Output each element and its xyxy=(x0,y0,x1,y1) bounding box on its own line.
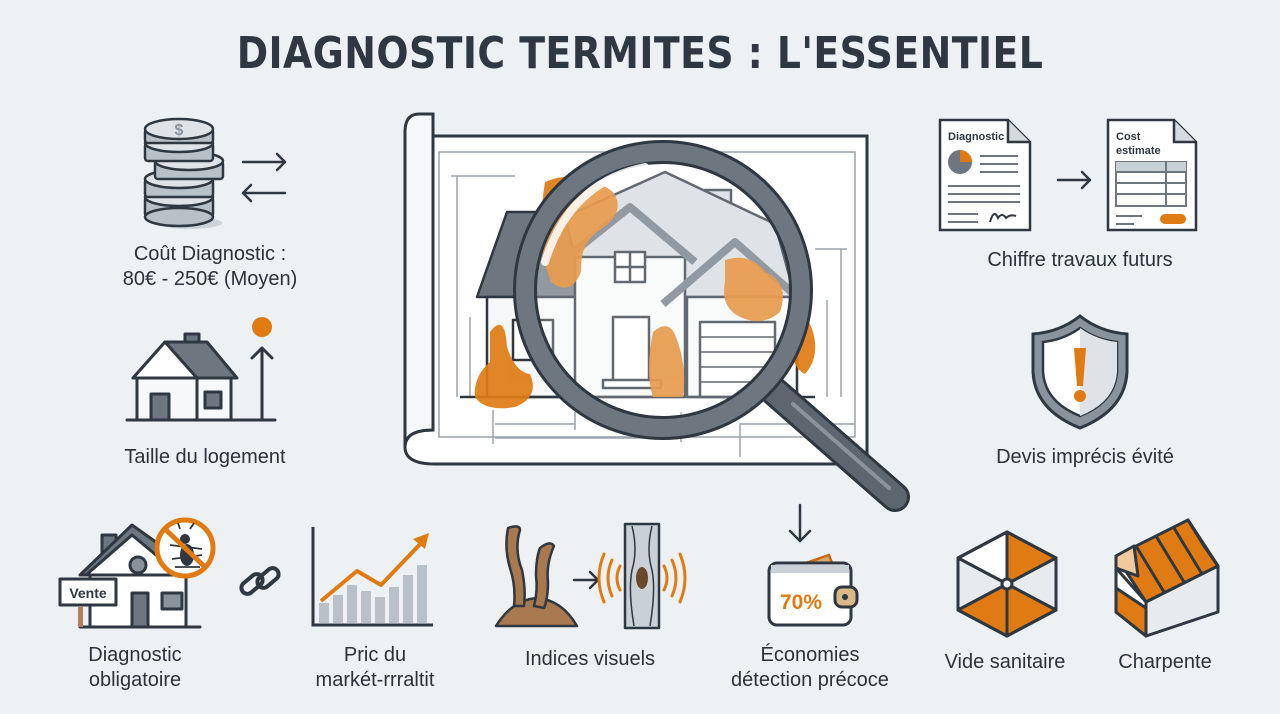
svg-text:70%: 70% xyxy=(780,591,822,614)
rising-chart-icon xyxy=(311,527,433,627)
avoid-quote-label: Devis imprécis évité xyxy=(996,446,1174,468)
house-no-termite-icon: Vente xyxy=(58,517,216,629)
svg-text:Cost: Cost xyxy=(1116,131,1141,143)
documents-icon: Diagnostic Cost estimate xyxy=(938,118,1198,232)
svg-text:Diagnostic: Diagnostic xyxy=(948,131,1004,143)
shield-warning-icon xyxy=(1031,314,1129,430)
svg-text:Vente: Vente xyxy=(69,585,107,601)
magnifier-blueprint-house-icon xyxy=(403,112,910,512)
coins-stack-icon: $ xyxy=(143,117,287,229)
svg-text:$: $ xyxy=(175,122,184,139)
link-icon xyxy=(239,566,281,596)
page-title: DIAGNOSTIC TERMITES : L'ESSENTIEL xyxy=(236,28,1044,79)
svg-text:estimate: estimate xyxy=(1116,145,1161,157)
cost-label: Coût Diagnostic : 80€ - 250€ (Moyen) xyxy=(122,243,298,290)
wallet-icon: 70% xyxy=(767,503,859,627)
visual-clues-label: Indices visuels xyxy=(524,648,656,670)
future-works-label: Chiffre travaux futurs xyxy=(987,249,1173,271)
crawlspace-cube-icon xyxy=(956,530,1058,638)
crawlspace-label: Vide sanitaire xyxy=(944,651,1066,673)
size-label: Taille du logement xyxy=(124,446,286,468)
house-size-icon xyxy=(125,317,277,422)
termite-tubes-icon xyxy=(494,522,687,630)
roof-frame-label: Charpente xyxy=(1118,651,1212,673)
roof-frame-icon xyxy=(1114,518,1220,638)
savings-label: Économies détection précoce xyxy=(731,644,889,691)
mandatory-label: Diagnostic obligatoire xyxy=(88,644,182,691)
market-label: Pric du markét-rrraltit xyxy=(315,644,435,691)
